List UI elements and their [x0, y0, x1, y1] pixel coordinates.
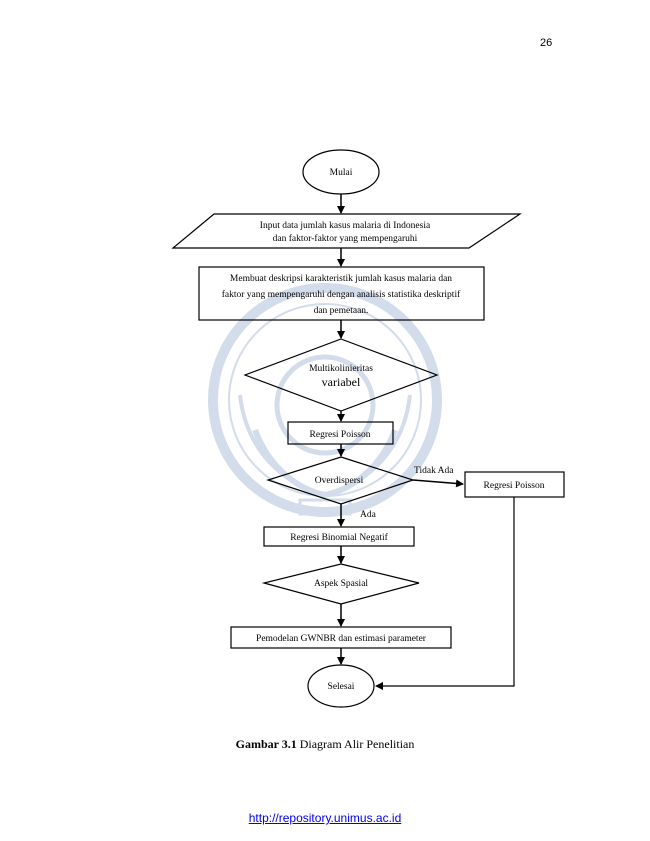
describe-label-line3: dan pemetaan. — [314, 306, 369, 316]
describe-label-line2: faktor yang mempengaruhi dengan analisis… — [222, 289, 461, 300]
figure-caption: Gambar 3.1 Diagram Alir Penelitian — [0, 737, 650, 752]
poisson-right-label: Regresi Poisson — [484, 481, 545, 491]
overdispersion-label: Overdispersi — [315, 476, 364, 486]
edge-overdispersion-no — [412, 479, 464, 488]
negative-binomial-label: Regresi Binomial Negatif — [290, 532, 388, 543]
watermark-seal — [208, 283, 442, 517]
edge-label-ada: Ada — [360, 510, 377, 520]
edge-poisson-right-end — [375, 497, 515, 690]
page-number: 26 — [540, 37, 553, 49]
poisson-label: Regresi Poisson — [310, 430, 371, 440]
caption-text: Diagram Alir Penelitian — [296, 737, 415, 751]
spatial-aspect-label: Aspek Spasial — [314, 579, 368, 589]
gwnbr-label: Pemodelan GWNBR dan estimasi parameter — [256, 634, 427, 644]
input-data-node — [171, 213, 522, 249]
end-node — [307, 664, 375, 708]
start-label: Mulai — [330, 168, 353, 178]
end-label: Selesai — [328, 682, 355, 692]
edge-label-tidak-ada: Tidak Ada — [414, 466, 454, 476]
multicol-label-line2: variabel — [322, 375, 361, 389]
input-label-line2: dan faktor-faktor yang mempengaruhi — [273, 233, 418, 244]
negative-binomial-node — [263, 526, 415, 547]
caption-label: Gambar 3.1 — [235, 737, 297, 751]
input-label-line1: Input data jumlah kasus malaria di Indon… — [260, 221, 431, 231]
describe-label-line1: Membuat deskripsi karakteristik jumlah k… — [230, 274, 452, 284]
repository-link[interactable]: http://repository.unimus.ac.id — [248, 811, 402, 825]
multicol-label-line1: Multikolinieritas — [309, 364, 373, 374]
